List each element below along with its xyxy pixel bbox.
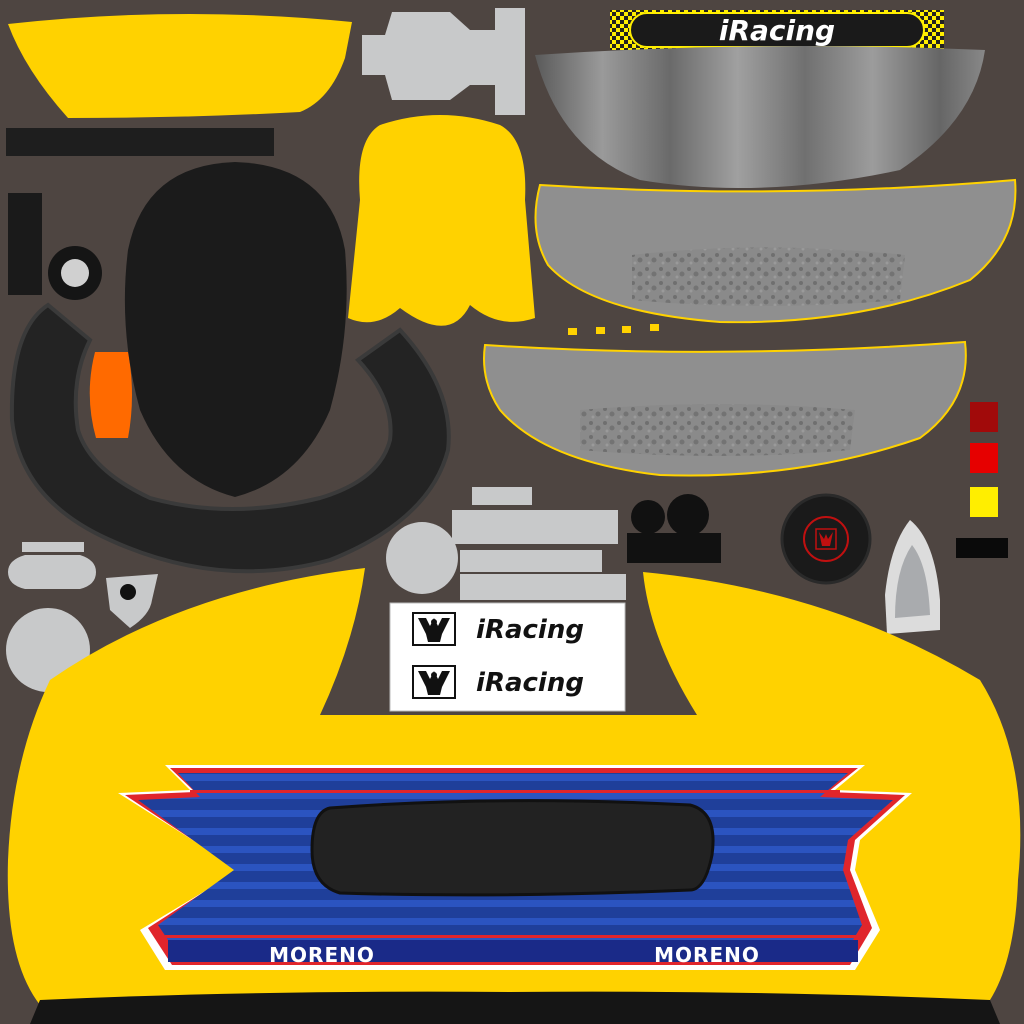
grey-rect-bottom: [460, 574, 626, 600]
grey-shield-inner: [895, 545, 930, 618]
black-hole: [120, 584, 136, 600]
black-knob-right: [667, 494, 709, 536]
grey-bar-small: [22, 542, 84, 552]
iracing-banner-text: iRacing: [719, 14, 835, 47]
grey-capsule-piece: [8, 555, 96, 589]
red-pinstripe-top: [190, 790, 840, 793]
grey-bracket-small: [106, 574, 158, 628]
black-vent-opening: [310, 799, 715, 897]
driver-name-right: MORENO: [654, 943, 760, 967]
black-face-oval: [124, 162, 347, 497]
iracing-decal-text-1: iRacing: [476, 615, 584, 645]
swatch-yellow: [970, 487, 998, 517]
black-tab: [8, 193, 42, 295]
shell-bottom-edge: [30, 991, 1000, 1024]
red-pinstripe-bottom: [165, 935, 865, 938]
yellow-marker-2: [596, 327, 605, 334]
black-knob-base: [627, 533, 721, 563]
swatch-black: [956, 538, 1008, 558]
black-strip: [6, 128, 274, 156]
yellow-chin-panel: [348, 115, 535, 326]
grey-bracket-piece: [362, 8, 525, 115]
badge-driver-logo-icon: [815, 528, 837, 550]
grey-rect-lower: [460, 550, 602, 572]
yellow-brow-panel: [8, 13, 352, 119]
swatch-red: [970, 443, 998, 473]
visor-speckle-lower-area: [580, 404, 855, 456]
blue-name-strip: [168, 940, 858, 962]
iracing-logo-icon-1: [412, 612, 456, 646]
grey-rect-large: [452, 510, 618, 544]
grey-rect-small: [472, 487, 532, 505]
iracing-logo-icon-2: [412, 665, 456, 699]
grey-disc-medium: [386, 522, 458, 594]
visor-streaked: [535, 46, 985, 188]
yellow-marker-1: [568, 328, 577, 335]
grey-dot: [61, 259, 89, 287]
yellow-marker-4: [650, 324, 659, 331]
swatch-dark-red: [970, 402, 998, 432]
black-knob-left: [631, 500, 665, 534]
iracing-decal-text-2: iRacing: [476, 668, 584, 698]
badge-red-ring: [803, 516, 849, 562]
visor-speckle-upper-area: [632, 247, 905, 306]
yellow-marker-3: [622, 326, 631, 333]
orange-tab: [89, 352, 132, 438]
black-padding-u: [9, 302, 451, 574]
driver-name-left: MORENO: [269, 943, 375, 967]
